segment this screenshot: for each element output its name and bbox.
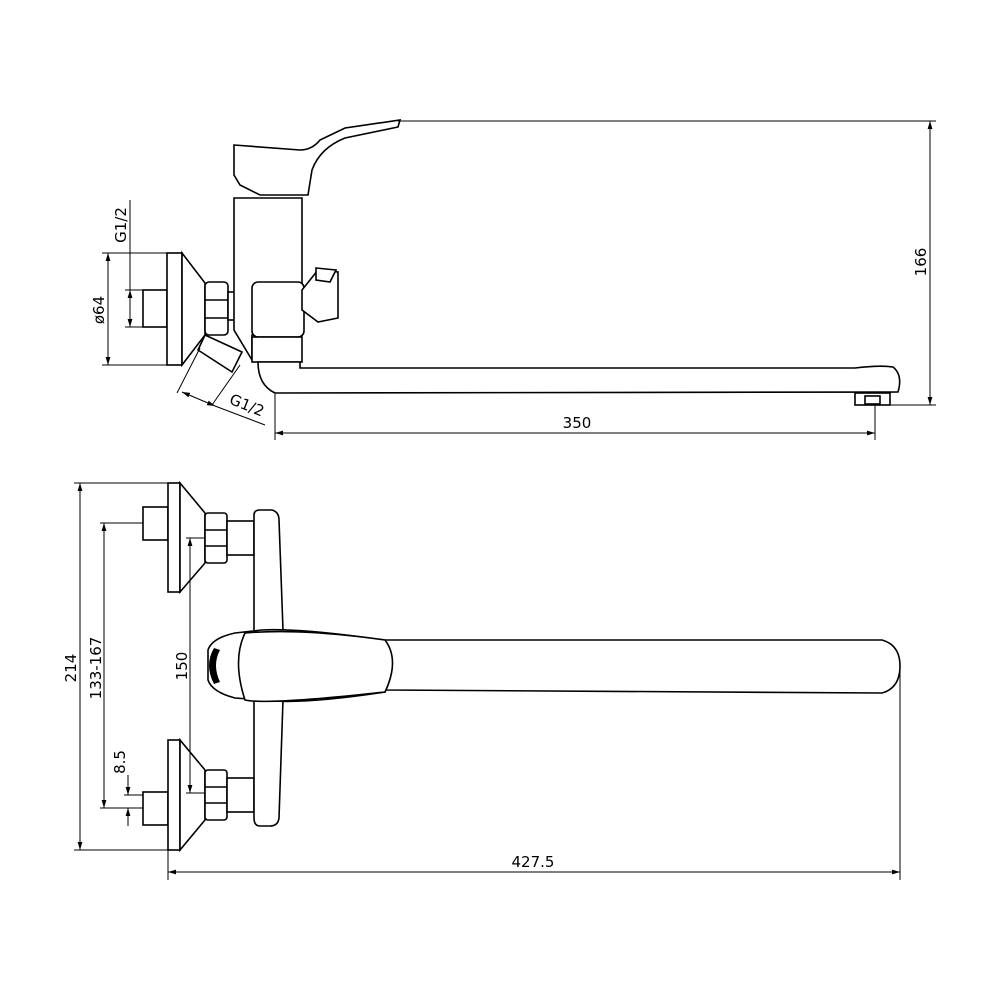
dim-inlet-thread-top-label: G1/2 [112,207,130,243]
dim-center-range-label: 133-167 [87,637,105,700]
wall-flange [142,250,206,368]
dim-overall-height-label: 214 [62,654,80,683]
dim-flange-diameter-label: ø64 [90,296,108,324]
dim-inlet-thread-angled-label: G1/2 [227,390,267,420]
spout [257,361,901,406]
dim-center-label: 150 [173,652,191,681]
top-view: 214 133-167 150 8.5 427.5 [62,480,901,880]
hex-nut [204,281,229,336]
lever-handle-top [207,628,394,703]
dim-height-label: 166 [912,248,930,277]
dim-overall-length-label: 427.5 [512,853,555,871]
angled-inlet [196,333,244,374]
dim-spout-length-label: 350 [563,414,592,432]
lever-handle [233,119,402,196]
lower-wall-flange [142,737,206,853]
upper-hex-nut [204,512,255,564]
lower-hex-nut [204,769,255,821]
side-view: 166 350 ø64 G1/2 G1/2 [90,119,936,440]
mixer-body [233,197,339,363]
spout-top [384,639,901,694]
dim-offset-label: 8.5 [111,750,129,774]
